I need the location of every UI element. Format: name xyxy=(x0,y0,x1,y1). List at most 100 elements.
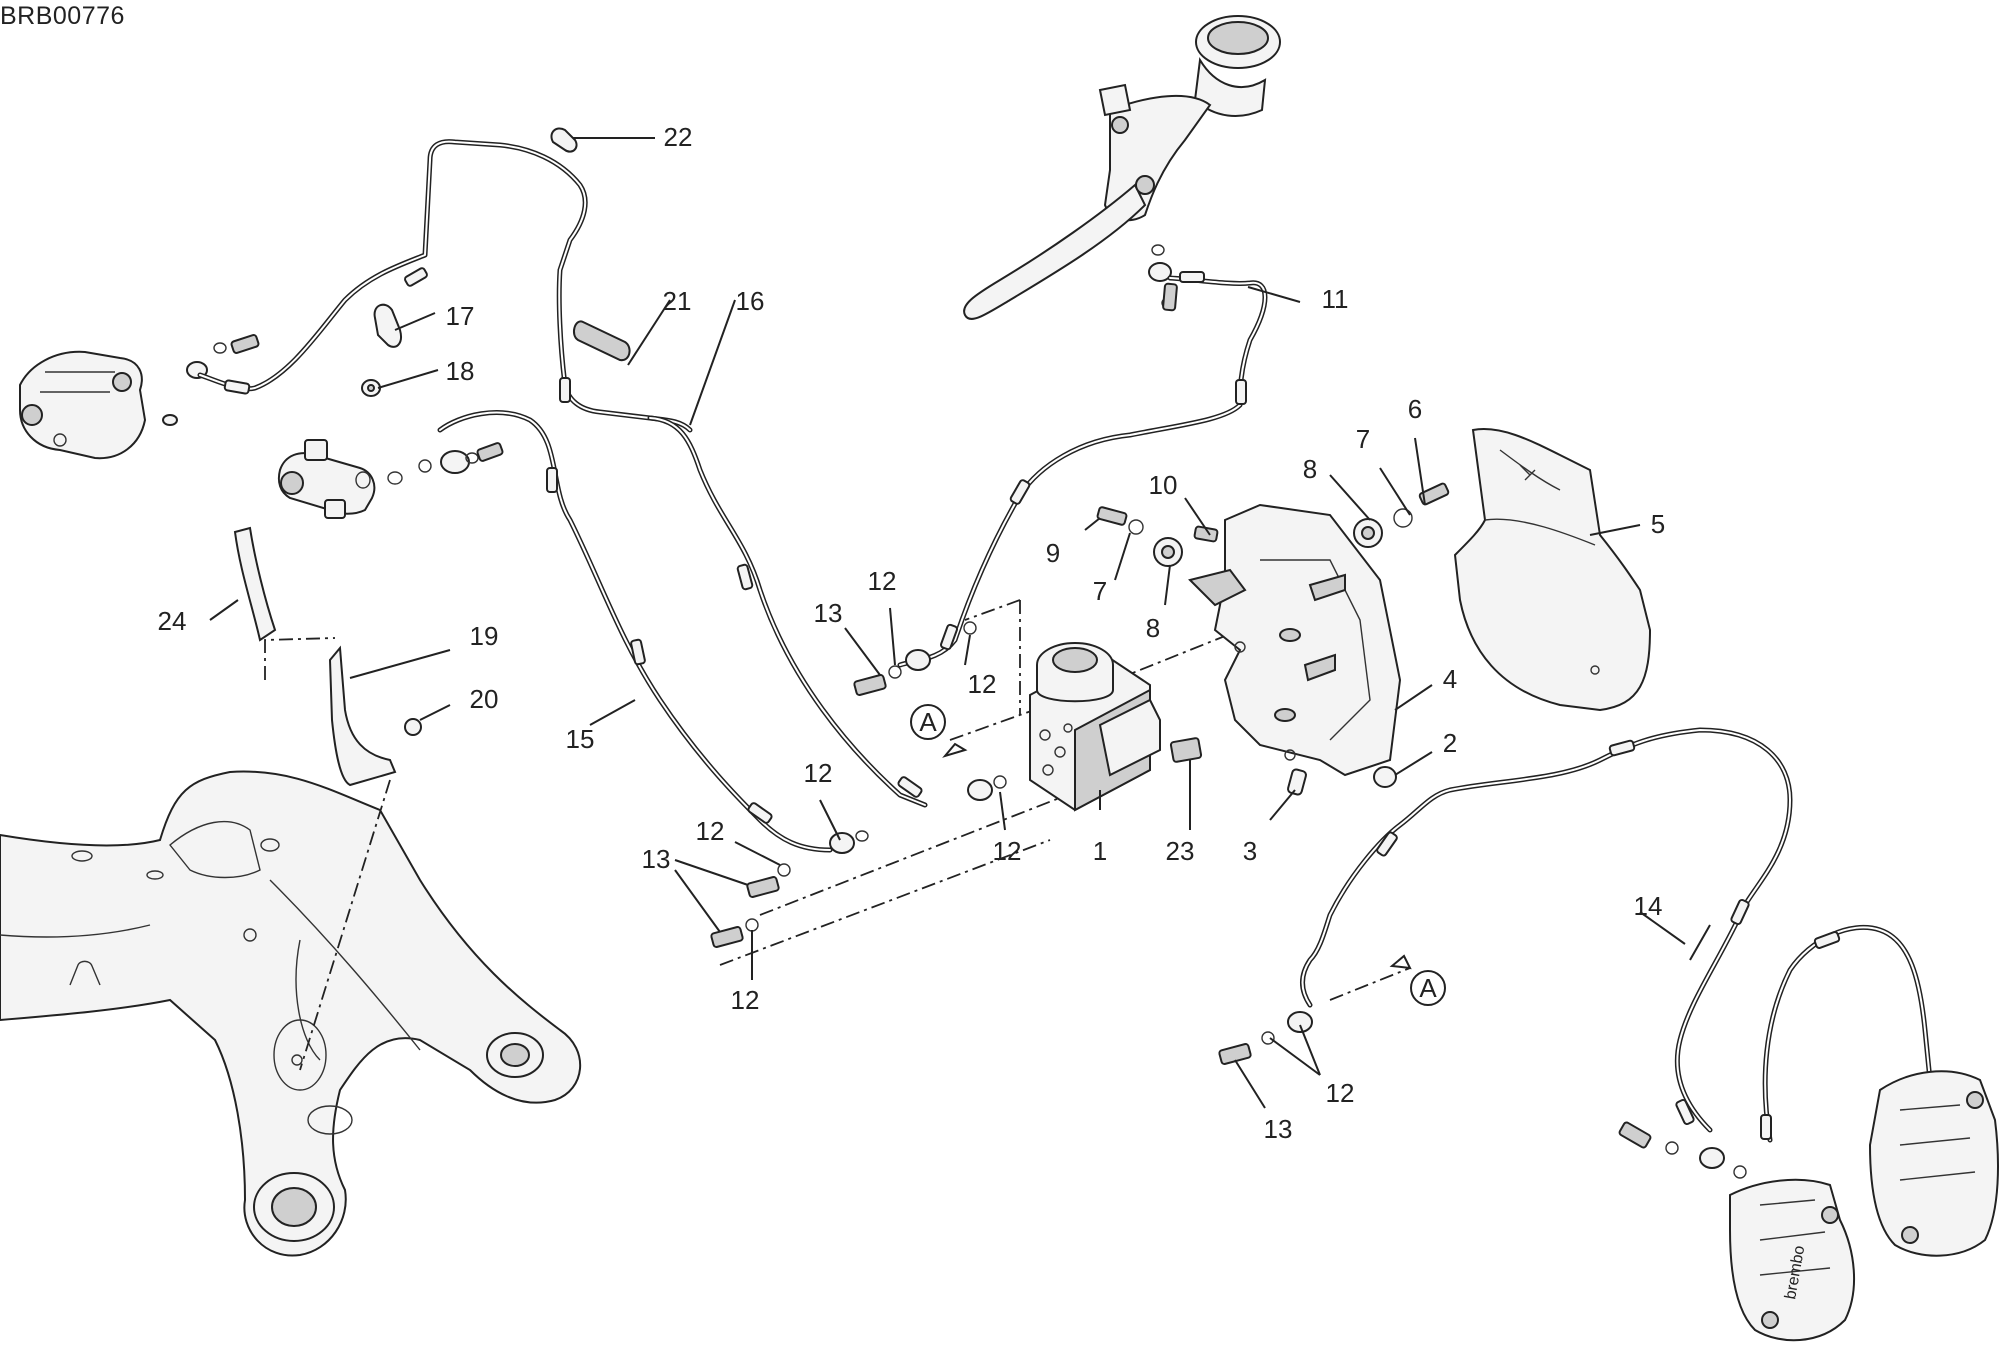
banjo-front-caliper xyxy=(1699,1147,1725,1169)
assembly-line-8 xyxy=(1329,967,1411,1001)
grommet-2 xyxy=(1373,766,1397,788)
callout-24: 24 xyxy=(158,606,187,636)
reference-label-a-left: A xyxy=(919,707,937,737)
callout-labels: 1 2 3 4 5 6 7 7 8 8 9 10 11 12 12 12 12 … xyxy=(158,122,1666,1144)
bolt-front-caliper xyxy=(1618,1121,1652,1149)
bolt-13a xyxy=(853,674,887,696)
callout-8-lower: 8 xyxy=(1146,613,1160,643)
washer-18-hole xyxy=(367,384,375,392)
bolt-13c xyxy=(710,926,744,948)
callout-12-g: 12 xyxy=(1326,1078,1355,1108)
fmc-washer xyxy=(1151,244,1165,256)
callout-7-lower: 7 xyxy=(1093,576,1107,606)
callout-22: 22 xyxy=(664,122,693,152)
reference-mark-a-right: A xyxy=(1410,970,1446,1006)
front-caliper-right xyxy=(1868,1070,1999,1257)
rear-caliper-bolt xyxy=(230,334,260,354)
callout-4: 4 xyxy=(1443,664,1457,694)
washer-12e xyxy=(745,918,759,932)
bracket-clip xyxy=(1188,568,1247,607)
direction-arrow-a xyxy=(942,742,968,758)
hose-15 xyxy=(437,410,833,853)
document-code: BRB00776 xyxy=(0,2,125,30)
reference-label-a-right: A xyxy=(1419,973,1437,1003)
washer-12f xyxy=(993,775,1007,789)
callout-9: 9 xyxy=(1046,538,1060,568)
assembly-line-1 xyxy=(964,599,1021,715)
callout-19: 19 xyxy=(470,621,499,651)
callout-23: 23 xyxy=(1166,836,1195,866)
assembly-line-6 xyxy=(264,637,336,680)
abs-bracket xyxy=(1213,503,1402,777)
callout-15: 15 xyxy=(566,724,595,754)
direction-arrow-b xyxy=(1389,954,1412,970)
callout-12-b: 12 xyxy=(968,669,997,699)
front-master-cylinder xyxy=(963,15,1281,320)
callout-2: 2 xyxy=(1443,728,1457,758)
callout-12-a: 12 xyxy=(868,566,897,596)
rear-caliper-washer xyxy=(162,414,178,426)
grommet-8a-hole xyxy=(1161,545,1175,559)
callout-7-upper: 7 xyxy=(1356,424,1370,454)
washer-front-caliper-2 xyxy=(1733,1165,1747,1179)
washer-12b xyxy=(963,621,977,635)
front-caliper-left: brembo xyxy=(1729,1178,1855,1342)
bolt-13b xyxy=(746,876,780,898)
rmc-washer-2 xyxy=(418,459,432,473)
callout-3: 3 xyxy=(1243,836,1257,866)
callout-21: 21 xyxy=(663,286,692,316)
assembly-line-2 xyxy=(949,689,1091,741)
callout-17: 17 xyxy=(446,301,475,331)
assembly-line-4 xyxy=(719,839,1051,966)
callout-13-b: 13 xyxy=(642,844,671,874)
hose-clamp-17 xyxy=(373,303,402,348)
rmc-bolt xyxy=(476,442,504,462)
banjo-b xyxy=(829,832,855,854)
callout-10: 10 xyxy=(1149,470,1178,500)
callout-12-c: 12 xyxy=(804,758,833,788)
rear-caliper-washer-2 xyxy=(213,342,227,354)
washer-front-caliper xyxy=(1665,1141,1679,1155)
fmc-banjo xyxy=(1148,262,1172,282)
rear-master-cylinder xyxy=(277,439,376,519)
assembly-line-7 xyxy=(299,779,391,1071)
screw-9 xyxy=(1096,506,1128,526)
rear-caliper xyxy=(19,350,147,460)
callout-14: 14 xyxy=(1634,891,1663,921)
fmc-bolt xyxy=(1162,282,1178,312)
rmc-washer-3 xyxy=(465,452,479,464)
reference-mark-a-left: A xyxy=(910,704,946,740)
abs-cover xyxy=(1453,428,1652,712)
hose-16 xyxy=(647,415,928,808)
callout-6: 6 xyxy=(1408,394,1422,424)
bolt-13d xyxy=(1218,1043,1252,1065)
hose-11 xyxy=(897,271,1268,668)
clip-22 xyxy=(550,127,578,153)
callout-12-f: 12 xyxy=(731,985,760,1015)
leader-lines xyxy=(209,137,1711,1109)
callout-13-c: 13 xyxy=(1264,1114,1293,1144)
screw-10 xyxy=(1193,525,1219,543)
callout-11: 11 xyxy=(1322,284,1349,314)
grommet-8b-hole xyxy=(1361,526,1375,540)
washer-12d xyxy=(855,830,869,842)
spacer-3 xyxy=(1287,768,1307,796)
callout-16: 16 xyxy=(736,286,765,316)
abs-modulator xyxy=(1029,642,1161,812)
callout-12-e: 12 xyxy=(993,836,1022,866)
washer-7a xyxy=(1128,519,1144,535)
rmc-banjo xyxy=(440,450,470,474)
banjo-a xyxy=(905,649,931,671)
callout-8-upper: 8 xyxy=(1303,454,1317,484)
washer-12a xyxy=(888,665,902,679)
washer-12c xyxy=(777,863,791,877)
hose-14b xyxy=(1760,924,1933,1143)
swingarm xyxy=(0,770,582,1257)
callout-18: 18 xyxy=(446,356,475,386)
callout-1: 1 xyxy=(1093,836,1107,866)
connector-23 xyxy=(1169,737,1203,763)
washer-7b xyxy=(1393,508,1413,528)
banjo-c xyxy=(967,779,993,801)
callout-13-a: 13 xyxy=(814,598,843,628)
